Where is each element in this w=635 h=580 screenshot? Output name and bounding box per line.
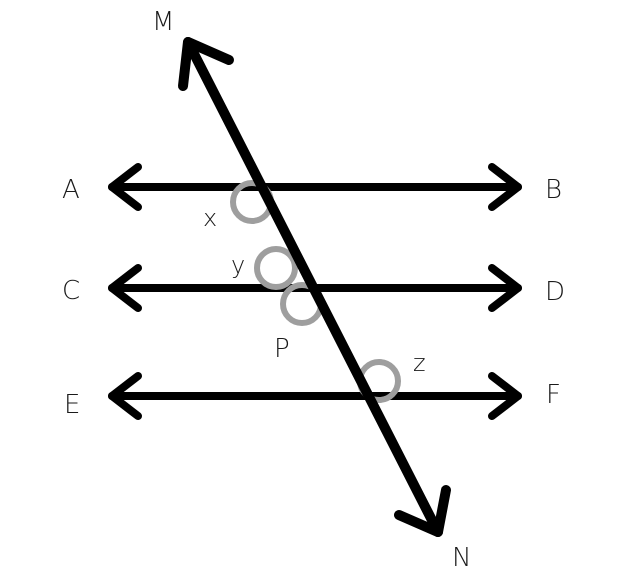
label-E: E (64, 390, 80, 420)
angle-label-y: y (231, 251, 245, 279)
label-B: B (545, 175, 562, 205)
arrowhead-C (108, 264, 142, 312)
arrowhead-F (488, 372, 522, 420)
transversal-MN (178, 37, 451, 537)
arrowhead-D (488, 264, 522, 312)
label-D: D (545, 277, 565, 307)
arrowhead-E (108, 372, 142, 420)
angle-label-z: z (413, 349, 426, 377)
label-N: N (452, 543, 471, 573)
label-M: M (152, 7, 174, 37)
label-C: C (62, 276, 80, 306)
arrowhead-M (178, 37, 234, 91)
arrowhead-N (394, 485, 451, 537)
label-P: P (274, 334, 290, 364)
label-F: F (546, 380, 561, 410)
label-A: A (62, 175, 80, 205)
line-AB (108, 163, 522, 211)
line-EF (108, 372, 522, 420)
arrowhead-B (488, 163, 522, 211)
arrowhead-A (108, 163, 142, 211)
angle-label-x: x (203, 204, 217, 232)
angle-y-mark (254, 246, 298, 290)
